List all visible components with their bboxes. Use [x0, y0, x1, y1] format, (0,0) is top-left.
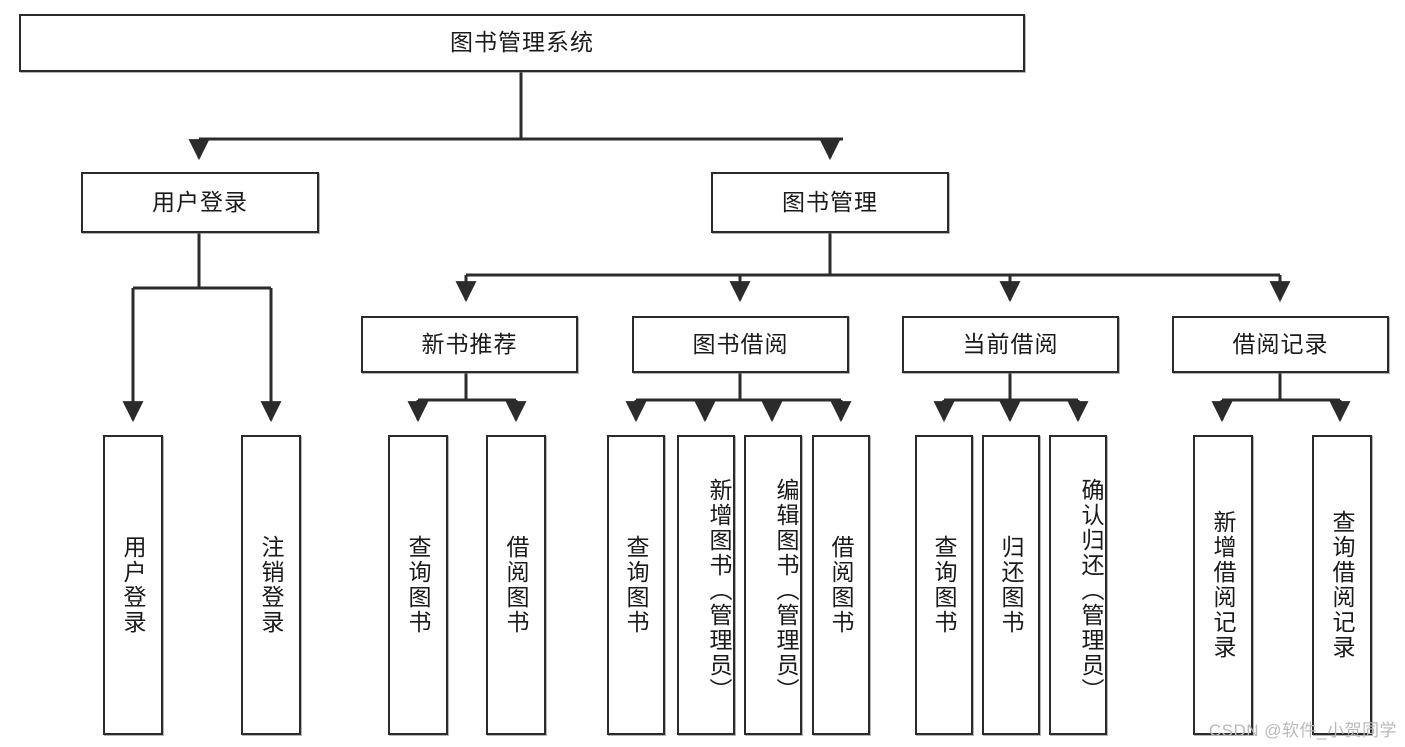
- node-new-book-recommend[interactable]: 新书推荐: [361, 316, 578, 373]
- node-leaf-edit-book-label: 编辑图书（管理员）: [773, 477, 799, 703]
- node-leaf-confirm-return[interactable]: 确认归还（管理员）: [1049, 435, 1107, 735]
- node-leaf-borrow-book-2-label: 借阅图书: [828, 535, 855, 635]
- node-root[interactable]: 图书管理系统: [19, 14, 1025, 72]
- node-leaf-borrow-book-2[interactable]: 借阅图书: [812, 435, 870, 735]
- node-leaf-query-book-3[interactable]: 查询图书: [915, 435, 973, 735]
- node-book-management-label: 图书管理: [782, 188, 878, 215]
- node-current-borrow-label: 当前借阅: [962, 330, 1059, 357]
- node-book-borrow[interactable]: 图书借阅: [632, 316, 849, 373]
- node-user-login[interactable]: 用户登录: [81, 172, 319, 233]
- node-leaf-add-book-label: 新增图书（管理员）: [706, 477, 732, 703]
- node-leaf-user-login-label: 用户登录: [120, 535, 147, 635]
- node-leaf-add-book[interactable]: 新增图书（管理员）: [677, 435, 735, 735]
- node-leaf-confirm-return-label: 确认归还（管理员）: [1078, 477, 1104, 703]
- node-leaf-borrow-book-1-label: 借阅图书: [503, 535, 530, 635]
- node-root-label: 图书管理系统: [450, 29, 594, 56]
- node-leaf-query-book-2[interactable]: 查询图书: [607, 435, 665, 735]
- node-borrow-record[interactable]: 借阅记录: [1172, 316, 1389, 373]
- node-leaf-query-book-3-label: 查询图书: [931, 535, 958, 635]
- node-leaf-user-login[interactable]: 用户登录: [103, 435, 163, 735]
- node-user-login-label: 用户登录: [152, 188, 248, 215]
- node-book-management[interactable]: 图书管理: [711, 172, 949, 233]
- node-leaf-add-record-label: 新增借阅记录: [1210, 510, 1237, 660]
- node-leaf-query-record[interactable]: 查询借阅记录: [1312, 435, 1372, 735]
- node-leaf-logout[interactable]: 注销登录: [241, 435, 301, 735]
- node-leaf-query-book-1-label: 查询图书: [405, 535, 432, 635]
- node-leaf-query-book-2-label: 查询图书: [623, 535, 650, 635]
- node-leaf-query-record-label: 查询借阅记录: [1329, 510, 1356, 660]
- node-current-borrow[interactable]: 当前借阅: [902, 316, 1119, 373]
- node-new-book-recommend-label: 新书推荐: [421, 330, 518, 357]
- node-leaf-edit-book[interactable]: 编辑图书（管理员）: [744, 435, 802, 735]
- node-leaf-logout-label: 注销登录: [258, 535, 285, 635]
- node-leaf-add-record[interactable]: 新增借阅记录: [1193, 435, 1253, 735]
- node-leaf-return-book-label: 归还图书: [998, 535, 1025, 635]
- node-leaf-return-book[interactable]: 归还图书: [982, 435, 1040, 735]
- node-leaf-borrow-book-1[interactable]: 借阅图书: [486, 435, 546, 735]
- node-borrow-record-label: 借阅记录: [1232, 330, 1329, 357]
- node-book-borrow-label: 图书借阅: [692, 330, 789, 357]
- node-leaf-query-book-1[interactable]: 查询图书: [388, 435, 448, 735]
